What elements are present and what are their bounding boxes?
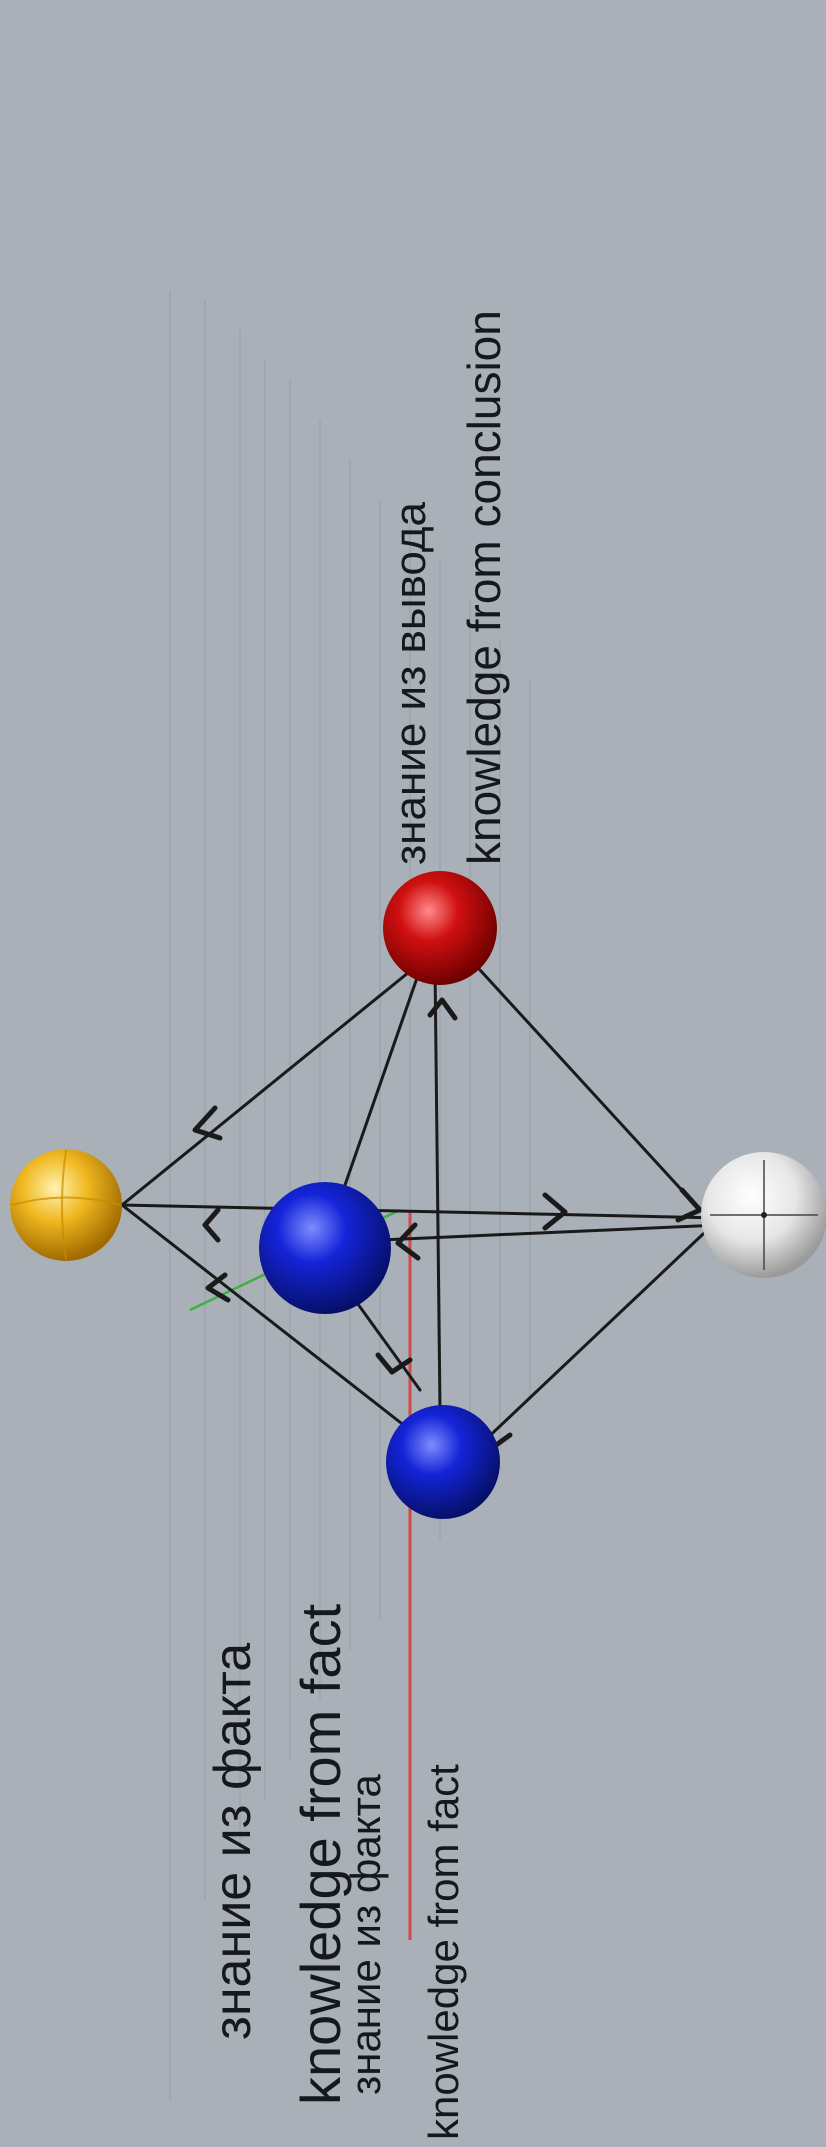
edge-red-white: [478, 968, 702, 1212]
arrowheads: [192, 942, 703, 1451]
arrowhead-gold-blue-small: [205, 1272, 231, 1303]
arrowhead-gold-left: [202, 1207, 221, 1243]
label-fact: знание из факта knowledge from fact: [204, 1603, 352, 2105]
edge-blue-large-blue-small: [353, 1298, 422, 1392]
arrowhead-blue-blue: [375, 1352, 413, 1375]
blue-sphere-large: [259, 1182, 391, 1314]
edge-gold-red: [120, 953, 432, 1207]
blue-sphere-small: [386, 1405, 500, 1519]
label-fact2-en: knowledge from fact: [420, 1764, 467, 2140]
arrowhead-blue-large: [395, 1222, 421, 1261]
arrowhead-gold-red: [192, 1105, 223, 1141]
arrowhead-gold-white: [542, 1192, 568, 1231]
edges: [120, 953, 722, 1447]
arrowhead-blue-small-red: [427, 997, 458, 1021]
label-fact-en: knowledge from fact: [289, 1603, 352, 2105]
edge-blue-small-white: [478, 1216, 722, 1447]
label-conclusion: знание из вывода knowledge from conclusi…: [386, 310, 510, 865]
edge-gold-blue-small: [120, 1203, 412, 1432]
edge-blue-small-red: [433, 963, 442, 1412]
label-fact2-ru: знание из факта: [342, 1774, 389, 2095]
label-fact-2: знание из факта knowledge from fact: [342, 1764, 467, 2140]
white-sphere: [701, 1152, 826, 1278]
edge-blue-large-red: [343, 953, 427, 1187]
label-conclusion-en: knowledge from conclusion: [458, 310, 510, 865]
edge-white-blue-large: [378, 1223, 722, 1242]
red-sphere: [383, 871, 497, 985]
gold-sphere: [10, 1149, 122, 1261]
label-fact-ru: знание из факта: [204, 1643, 262, 2040]
label-conclusion-ru: знание из вывода: [386, 501, 435, 865]
arrowhead-white-in: [675, 1187, 703, 1223]
edge-gold-white: [120, 1203, 722, 1220]
